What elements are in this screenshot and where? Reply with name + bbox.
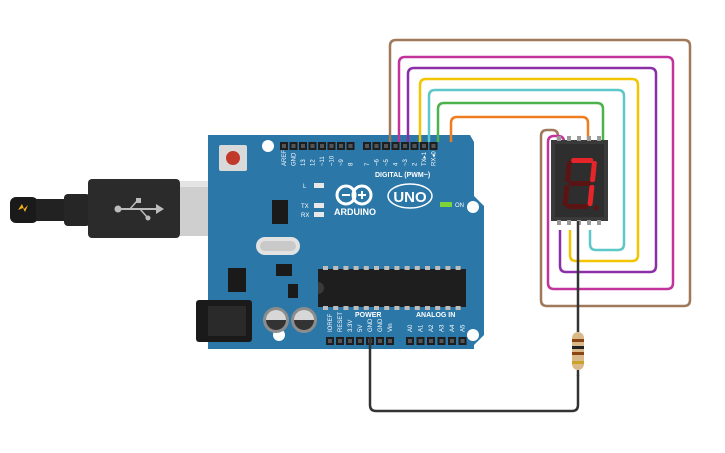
wire-pin-4 <box>418 77 640 263</box>
pin-label: RESET <box>338 312 344 332</box>
arduino-uno-board: L TX RX ON ARDUINO UNO DIGITAL (PWM~) PO… <box>196 135 484 349</box>
wire-pin-1 <box>449 115 590 142</box>
analog-pin-header[interactable] <box>406 337 467 345</box>
led-l <box>314 183 324 188</box>
usb-cable <box>10 179 214 238</box>
led-rx <box>314 212 324 217</box>
pin-label: A3 <box>440 324 446 332</box>
pin-label: GND <box>378 318 384 332</box>
pin-label: ~10 <box>330 155 336 166</box>
brand-label: ARDUINO <box>334 207 376 217</box>
pin-label: Vin <box>388 323 394 332</box>
wire-pin-7 <box>388 38 692 308</box>
on-label: ON <box>455 203 464 209</box>
pin-label: 12 <box>311 159 317 166</box>
pin-label: 3.3V <box>348 320 354 332</box>
pin-label: A1 <box>419 324 425 332</box>
led-on <box>440 202 452 207</box>
uno-badge: UNO <box>387 183 433 209</box>
mount-hole <box>467 201 479 213</box>
mount-hole <box>467 329 479 341</box>
mount-hole <box>262 140 274 152</box>
power-pin-header[interactable] <box>326 337 394 345</box>
segment-g <box>568 181 591 186</box>
led-label-tx: TX <box>301 204 309 210</box>
pin-label: GND <box>292 152 298 166</box>
usb-power-icon <box>18 204 28 212</box>
led-label-rx: RX <box>301 213 309 219</box>
segment-a <box>571 158 594 163</box>
segment-c <box>587 185 595 206</box>
pin-label: 4 <box>394 162 400 166</box>
pin-label: 2 <box>413 162 419 166</box>
usb-chip <box>272 200 288 224</box>
pin-label: RX◂0 <box>432 151 438 166</box>
power-header-label: POWER <box>355 312 381 319</box>
pin-label: ~9 <box>339 158 345 166</box>
digital-header-label: DIGITAL (PWM~) <box>375 172 430 179</box>
wire-pin-5 <box>406 66 658 274</box>
wire-gnd <box>368 337 580 413</box>
analog-header-label: ANALOG IN <box>416 312 455 319</box>
pin-label: ~6 <box>375 158 381 166</box>
pin-label: 13 <box>301 159 307 166</box>
pin-label: ~3 <box>403 158 409 166</box>
pin-label: 8 <box>349 162 355 166</box>
pin-label: 5V <box>358 325 364 332</box>
arduino-logo: ARDUINO <box>334 184 376 217</box>
digital-pin-header[interactable] <box>280 142 438 150</box>
pin-label: A4 <box>450 324 456 332</box>
segment-e <box>562 185 570 206</box>
pin-label: A2 <box>429 324 435 332</box>
segment-dp <box>593 205 599 211</box>
capacitor <box>263 307 289 333</box>
pin-label: AREF <box>282 150 288 166</box>
voltage-regulator <box>228 268 246 292</box>
pin-label: A5 <box>461 324 467 332</box>
small-chip <box>276 264 292 276</box>
pin-label: ~11 <box>320 156 326 166</box>
status-leds: L TX RX ON <box>301 183 464 219</box>
pin-label: TX▸1 <box>422 151 428 166</box>
led-label-l: L <box>303 184 307 190</box>
pin-label: ~5 <box>384 158 390 166</box>
segment-f <box>565 161 572 182</box>
pin-label: A0 <box>408 324 414 332</box>
wire-pin-2 <box>436 101 605 142</box>
led-tx <box>314 203 324 208</box>
wire-pin-6 <box>397 55 675 291</box>
power-pin-labels: IOREF RESET 3.3V 5V GND GND Vin <box>328 312 394 332</box>
seven-segment-display <box>551 136 608 332</box>
capacitor <box>291 307 317 333</box>
usb-symbol-icon <box>114 198 164 221</box>
pin-label: 7 <box>365 162 371 166</box>
wires[interactable] <box>368 38 692 413</box>
analog-pin-labels: A0 A1 A2 A3 A4 A5 <box>408 324 467 332</box>
atmega-chip <box>318 266 466 310</box>
pin-label: IOREF <box>328 313 334 332</box>
segment-d <box>566 204 589 209</box>
segment-b <box>590 161 597 182</box>
reset-button[interactable] <box>219 145 247 171</box>
pin-label: GND <box>368 318 374 332</box>
wire-pin-3 <box>427 88 626 252</box>
resistor <box>572 332 584 376</box>
model-label: UNO <box>393 189 427 206</box>
